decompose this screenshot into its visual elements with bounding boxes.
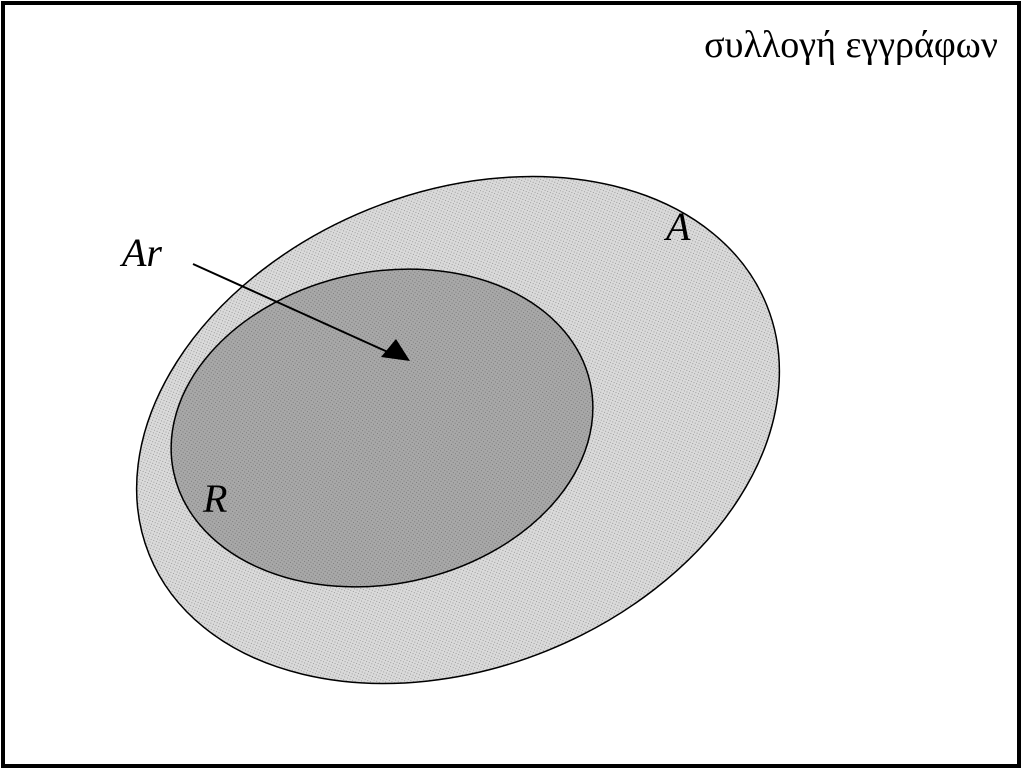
intersection-label: Ar bbox=[119, 230, 162, 275]
set-a-label: A bbox=[663, 204, 691, 249]
set-r-label: R bbox=[202, 476, 227, 521]
ar-arrow-head-icon bbox=[381, 339, 410, 361]
set-r-ellipse bbox=[170, 268, 594, 588]
collection-title: συλλογή εγγράφων bbox=[704, 24, 998, 66]
ar-arrow bbox=[192, 263, 402, 359]
